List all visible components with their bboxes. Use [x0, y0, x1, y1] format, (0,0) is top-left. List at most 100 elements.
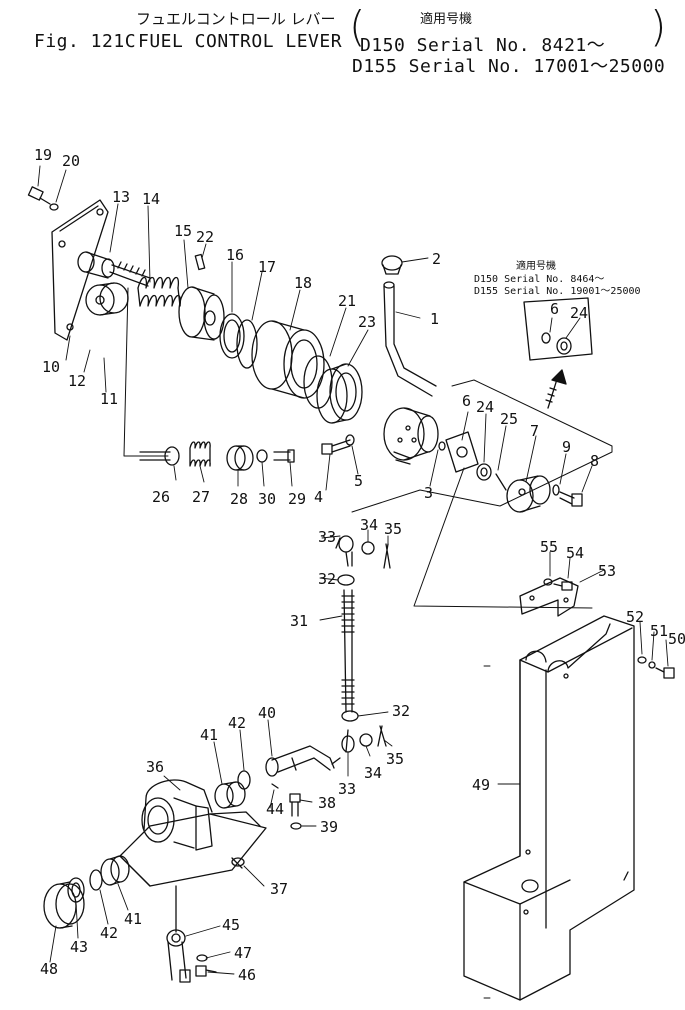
part-27-spring — [189, 441, 211, 467]
part-45-clamp — [166, 885, 191, 983]
part-42-ring — [237, 770, 251, 790]
part-20-washer — [49, 203, 59, 211]
callout-41: 41 — [124, 910, 142, 928]
lever-hub — [383, 407, 439, 461]
part-19-bolt — [27, 186, 51, 205]
inset-serial-d155: D155 Serial No. 19001～25000 — [474, 286, 641, 297]
callout-51: 51 — [650, 622, 668, 640]
part-16-ring — [219, 313, 245, 359]
part-33-rod-end — [335, 535, 354, 567]
part-35-cotter — [383, 543, 391, 569]
header-paren-right: ) — [650, 2, 667, 51]
applicable-serials-heading: 適用号機 — [420, 12, 473, 27]
part-10-body — [85, 282, 129, 316]
header-paren-left: ( — [349, 2, 366, 51]
callout-3: 3 — [424, 484, 433, 502]
callout-20: 20 — [62, 152, 80, 170]
callout-52: 52 — [626, 608, 644, 626]
callout-34: 34 — [364, 764, 382, 782]
callout-21: 21 — [338, 292, 356, 310]
part-49-bracket — [463, 615, 635, 1001]
figure-label: Fig. 121C — [34, 31, 137, 52]
callout-19: 19 — [34, 146, 52, 164]
assembly-centerline — [123, 287, 169, 457]
part-13-shaft — [77, 251, 151, 287]
part-21-ring — [303, 355, 333, 409]
callout-35: 35 — [384, 520, 402, 538]
callout-6: 6 — [462, 392, 471, 410]
part-8-bolt — [559, 491, 583, 507]
callout-32: 32 — [392, 702, 410, 720]
callout-14: 14 — [142, 190, 160, 208]
part-5-washer — [345, 434, 355, 446]
part-41-bushing-lower — [100, 855, 130, 886]
part-34-nut-lower — [359, 733, 373, 747]
callout-54: 54 — [566, 544, 584, 562]
part-24-nut — [476, 463, 492, 481]
inset-heading: 適用号機 — [516, 261, 556, 272]
callout-53: 53 — [598, 562, 616, 580]
callout-48: 48 — [40, 960, 58, 978]
part-44-pin — [271, 783, 279, 789]
callout-17: 17 — [258, 258, 276, 276]
title-japanese: フュエルコントロール レバー — [136, 10, 336, 28]
part-50-bolt — [655, 667, 675, 679]
part-14-spring — [137, 276, 182, 307]
mounting-plate-outline — [351, 379, 613, 513]
callout-43: 43 — [70, 938, 88, 956]
figure-title: FUEL CONTROL LEVER — [138, 31, 343, 52]
serial-range-d150: D150 Serial No. 8421～ — [360, 35, 606, 56]
part-1-lever — [383, 281, 437, 397]
part-39-washer — [290, 822, 302, 830]
part-32-nut — [337, 574, 355, 586]
callout-36: 36 — [146, 758, 164, 776]
part-41-bushing — [214, 781, 246, 809]
part-54-bolt — [553, 581, 573, 591]
part-42-ring-lower — [89, 869, 103, 891]
part-35-cotter-lower — [377, 725, 387, 747]
callout-33: 33 — [338, 780, 356, 798]
part-38-bolt — [289, 793, 301, 817]
callout-47: 47 — [234, 944, 252, 962]
callout-27: 27 — [192, 488, 210, 506]
part-9-washer — [552, 484, 560, 496]
callout-41: 41 — [200, 726, 218, 744]
part-48-cap — [43, 881, 85, 929]
callout-24: 24 — [476, 398, 494, 416]
callout-10: 10 — [42, 358, 60, 376]
part-3-screw — [393, 451, 411, 465]
part-36-housing — [119, 779, 267, 887]
part-4-bolt — [321, 439, 351, 455]
callout-29: 29 — [288, 490, 306, 508]
leader-lines — [37, 165, 669, 975]
part-29-bolt — [273, 449, 295, 463]
part-7-block — [506, 475, 551, 513]
part-22-pin — [194, 253, 206, 271]
callout-34: 34 — [360, 516, 378, 534]
part-31-rod — [341, 589, 355, 713]
callout-38: 38 — [318, 794, 336, 812]
inset-arrow — [545, 369, 567, 409]
part-17-ring — [236, 319, 258, 369]
part-30-nut — [256, 449, 268, 463]
part-25-pin — [495, 473, 507, 491]
part-40-lever-arm — [265, 745, 341, 777]
callout-25: 25 — [500, 410, 518, 428]
callout-32: 32 — [318, 570, 336, 588]
callout-49: 49 — [472, 776, 490, 794]
part-2-knob — [381, 255, 403, 275]
part-53-angle-bracket — [519, 577, 579, 617]
callout-2: 2 — [432, 250, 441, 268]
callout-15: 15 — [174, 222, 192, 240]
part-52-washer — [637, 656, 647, 664]
callout-42: 42 — [228, 714, 246, 732]
inset-serial-d150: D150 Serial No. 8464～ — [474, 274, 605, 285]
part-18-drum — [251, 320, 325, 399]
callout-28: 28 — [230, 490, 248, 508]
callout-39: 39 — [320, 818, 338, 836]
callout-30: 30 — [258, 490, 276, 508]
callout-6: 6 — [550, 300, 559, 318]
part-51-washer — [648, 661, 656, 669]
